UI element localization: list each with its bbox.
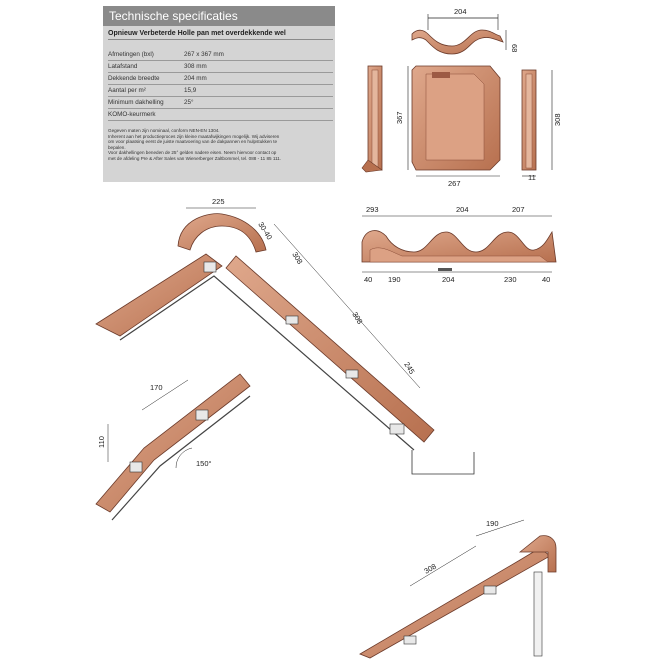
- dim-tile-length: 367: [395, 111, 404, 124]
- spec-row-value: 25°: [184, 99, 194, 106]
- spec-note-line: met de afdeling Pre & After Sales van Wi…: [108, 155, 282, 161]
- dim-tile-batten: 308: [553, 113, 562, 126]
- spec-row: Minimum dakhelling 25°: [108, 98, 333, 109]
- spec-row-label: Afmetingen (bxl): [108, 51, 154, 58]
- dim-cover-mid: 204: [456, 205, 469, 214]
- dim-lessenaar-190: 190: [486, 519, 499, 528]
- spec-note-line: Inherent aan het productieproces zijn kl…: [108, 133, 280, 139]
- spec-row: Aantal per m² 15,9: [108, 86, 333, 97]
- dim-cover-c: 204: [442, 275, 455, 284]
- spec-note-line: bepalen.: [108, 144, 126, 150]
- spec-row-label: Dekkende breedte: [108, 75, 160, 82]
- spec-panel: [103, 6, 335, 182]
- spec-row-label: Minimum dakhelling: [108, 99, 164, 106]
- dim-tile-lip: 11: [528, 173, 536, 182]
- spec-row: Dekkende breedte 204 mm: [108, 74, 333, 85]
- spec-subtitle: Opnieuw Verbeterde Holle pan met overdek…: [108, 30, 333, 40]
- spec-title: Technische specificaties: [103, 6, 335, 26]
- dim-ridge-batten-1: 308: [290, 250, 304, 265]
- dim-front-height: 68: [510, 44, 519, 52]
- dim-cover-d: 230: [504, 275, 517, 284]
- spec-row-value: 15,9: [184, 87, 197, 94]
- lessenaar-section: 308 190: [359, 519, 557, 659]
- dim-cover-a: 40: [364, 275, 372, 284]
- dim-knik-angle: 150°: [196, 459, 212, 468]
- tile-side-view-left: [361, 65, 383, 173]
- dim-knik-170: 170: [150, 383, 163, 392]
- spec-row-label: KOMO-keurmerk: [108, 111, 156, 118]
- spec-row: Latafstand 308 mm: [108, 62, 333, 73]
- dim-front-width: 204: [454, 7, 467, 16]
- spec-row: KOMO-keurmerk: [108, 110, 333, 121]
- spec-row-value: 204 mm: [184, 75, 207, 82]
- spec-note-line: om voor plaatsing eerst de juiste maatvo…: [108, 139, 278, 145]
- dim-cover-b: 190: [388, 275, 401, 284]
- dim-knik-110: 110: [97, 436, 106, 448]
- spec-note-line: Gegeven maten zijn nominaal, conform NEN…: [108, 128, 220, 133]
- cover-width-section: 293 204 207 40 190 204 230 40: [361, 205, 557, 284]
- spec-notes: Gegeven maten zijn nominaal, conform NEN…: [108, 128, 330, 162]
- spec-row: Afmetingen (bxl) 267 x 367 mm: [108, 50, 333, 61]
- spec-note-line: Voor dakhellingen beneden de 25° gelden …: [108, 150, 277, 156]
- dim-lessenaar-308: 308: [423, 562, 438, 576]
- spec-row-label: Latafstand: [108, 63, 138, 70]
- tile-front-view: 204 68: [411, 7, 519, 55]
- tile-side-view-right: 308 11: [521, 69, 562, 182]
- knik-section: 170 110 150°: [95, 373, 251, 521]
- spec-row-value: 267 x 367 mm: [184, 51, 224, 58]
- dim-ridge-eave: 245: [402, 360, 416, 375]
- ridge-section: 225 30-40 308 308 245: [95, 197, 475, 475]
- spec-row-label: Aantal per m²: [108, 87, 146, 94]
- dim-cover-e: 40: [542, 275, 550, 284]
- dim-tile-width: 267: [448, 179, 461, 188]
- spec-row-value: 308 mm: [184, 63, 207, 70]
- dim-ridge-width: 225: [212, 197, 225, 206]
- tile-top-view: 367 267: [395, 65, 501, 188]
- dim-cover-right: 207: [512, 205, 525, 214]
- dim-cover-left: 293: [366, 205, 379, 214]
